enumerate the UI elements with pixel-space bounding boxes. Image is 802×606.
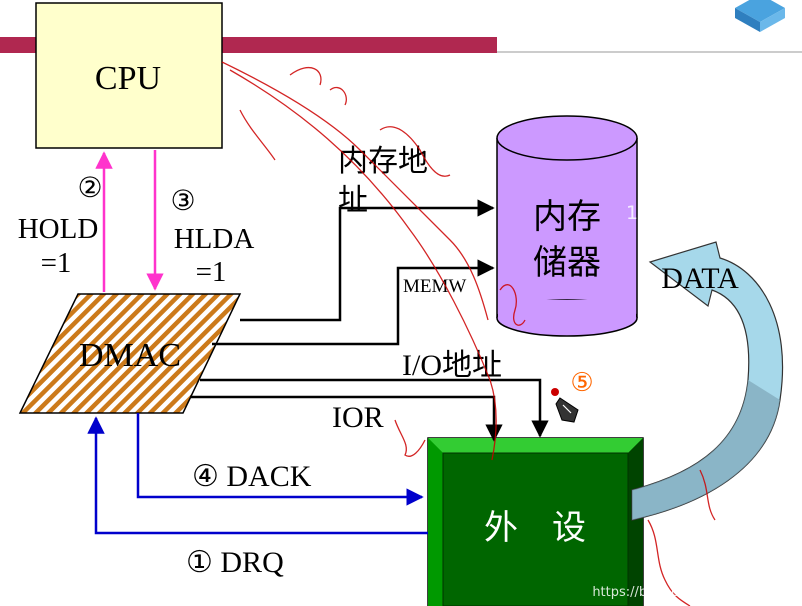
peripheral-box bbox=[427, 437, 644, 606]
handwritten-annotations bbox=[221, 61, 716, 606]
memw-label: MEMW bbox=[403, 276, 466, 297]
memw-line bbox=[212, 259, 495, 346]
peripheral-label: 外 设 bbox=[484, 508, 586, 548]
dmac-label: DMAC bbox=[79, 337, 181, 374]
cpu-label: CPU bbox=[95, 60, 161, 97]
pen-tool-icon bbox=[551, 388, 579, 423]
watermark-overlay: 17511880834正在 bbox=[626, 202, 797, 224]
hold-signal-value: =1 bbox=[41, 247, 72, 279]
dack-line bbox=[136, 413, 424, 506]
watermark-url: https://blog.csdn.net/linglingou bbox=[592, 585, 795, 600]
dack-label: ④ DACK bbox=[192, 460, 312, 493]
ior-label: IOR bbox=[332, 401, 384, 434]
mem-address-line bbox=[240, 199, 495, 322]
hold-signal-label: HOLD bbox=[18, 213, 99, 245]
io-address-label: I/O地址 bbox=[402, 349, 502, 382]
memory-label-line1: 内存 bbox=[533, 198, 601, 236]
hold-step-number: ② bbox=[77, 173, 102, 204]
step5-label: ⑤ bbox=[570, 368, 593, 398]
hlda-signal-label: HLDA bbox=[174, 223, 255, 255]
drq-label: ① DRQ bbox=[186, 546, 284, 579]
dmac-box bbox=[18, 293, 242, 414]
hlda-signal-value: =1 bbox=[196, 256, 227, 288]
hlda-step-number: ③ bbox=[170, 186, 195, 217]
memory-cylinder bbox=[496, 115, 638, 337]
data-flow-arrow bbox=[631, 241, 784, 521]
blue-cube-icon bbox=[735, 0, 785, 32]
data-label: DATA bbox=[661, 262, 739, 295]
drq-line bbox=[87, 416, 428, 535]
memory-label-line2: 储器 bbox=[533, 244, 601, 282]
mem-address-label-line2: 址 bbox=[338, 184, 368, 217]
cpu-box bbox=[35, 2, 223, 149]
io-address-line bbox=[200, 378, 549, 438]
